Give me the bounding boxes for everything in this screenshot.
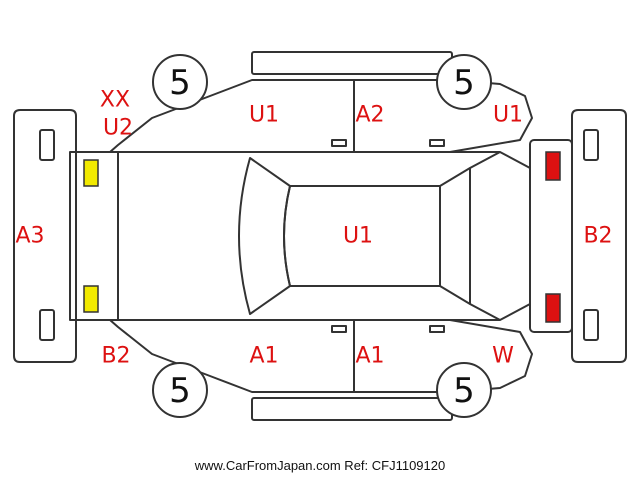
code-rear-bottom: W [492,344,514,369]
code-front-top-2: U2 [103,116,133,141]
rear-hatch-line-2 [469,303,501,321]
rear-bumper [571,109,627,363]
tire-circle-front-bottom [152,362,208,418]
code-bottom-door-rear: A1 [355,344,384,369]
front-light-top [83,159,99,187]
front-bumper-tab-bottom [39,309,55,341]
front-light-bottom [83,285,99,313]
rear-light-bottom [545,293,561,323]
rear-window [439,167,471,305]
tire-grade-rear-top: 5 [453,63,475,103]
code-rear-top: U1 [493,103,523,128]
rear-bumper-tab-top [583,129,599,161]
windshield [238,157,291,315]
code-top-door-rear: A2 [355,103,384,128]
rear-light-top [545,151,561,181]
top-door-handle-rear [429,139,445,147]
top-door-handle-front [331,139,347,147]
rear-end-panel [529,139,573,333]
tire-grade-front-top: 5 [169,63,191,103]
tire-circle-rear-bottom [436,362,492,418]
top-sill [251,51,453,75]
bottom-door-handle-rear [429,325,445,333]
car-body-top-view [69,151,531,321]
tire-circle-rear-top [436,54,492,110]
rear-bumper-tab-bottom [583,309,599,341]
tire-grade-front-bottom: 5 [169,371,191,411]
bottom-door-handle-front [331,325,347,333]
code-front-bottom: B2 [101,344,130,369]
code-rear-bumper: B2 [583,224,612,249]
tire-grade-rear-bottom: 5 [453,371,475,411]
code-front-top-1: XX [100,88,130,113]
footer-reference: www.CarFromJapan.com Ref: CFJ1109120 [194,458,446,473]
tire-circle-front-top [152,54,208,110]
front-bumper [13,109,77,363]
code-front-bumper: A3 [15,224,44,249]
roof [283,185,441,287]
code-bottom-door-front: A1 [249,344,278,369]
bottom-sill [251,397,453,421]
front-bumper-tab-top [39,129,55,161]
code-roof: U1 [343,224,373,249]
code-top-door-front: U1 [249,103,279,128]
rear-hatch-line [469,151,501,169]
